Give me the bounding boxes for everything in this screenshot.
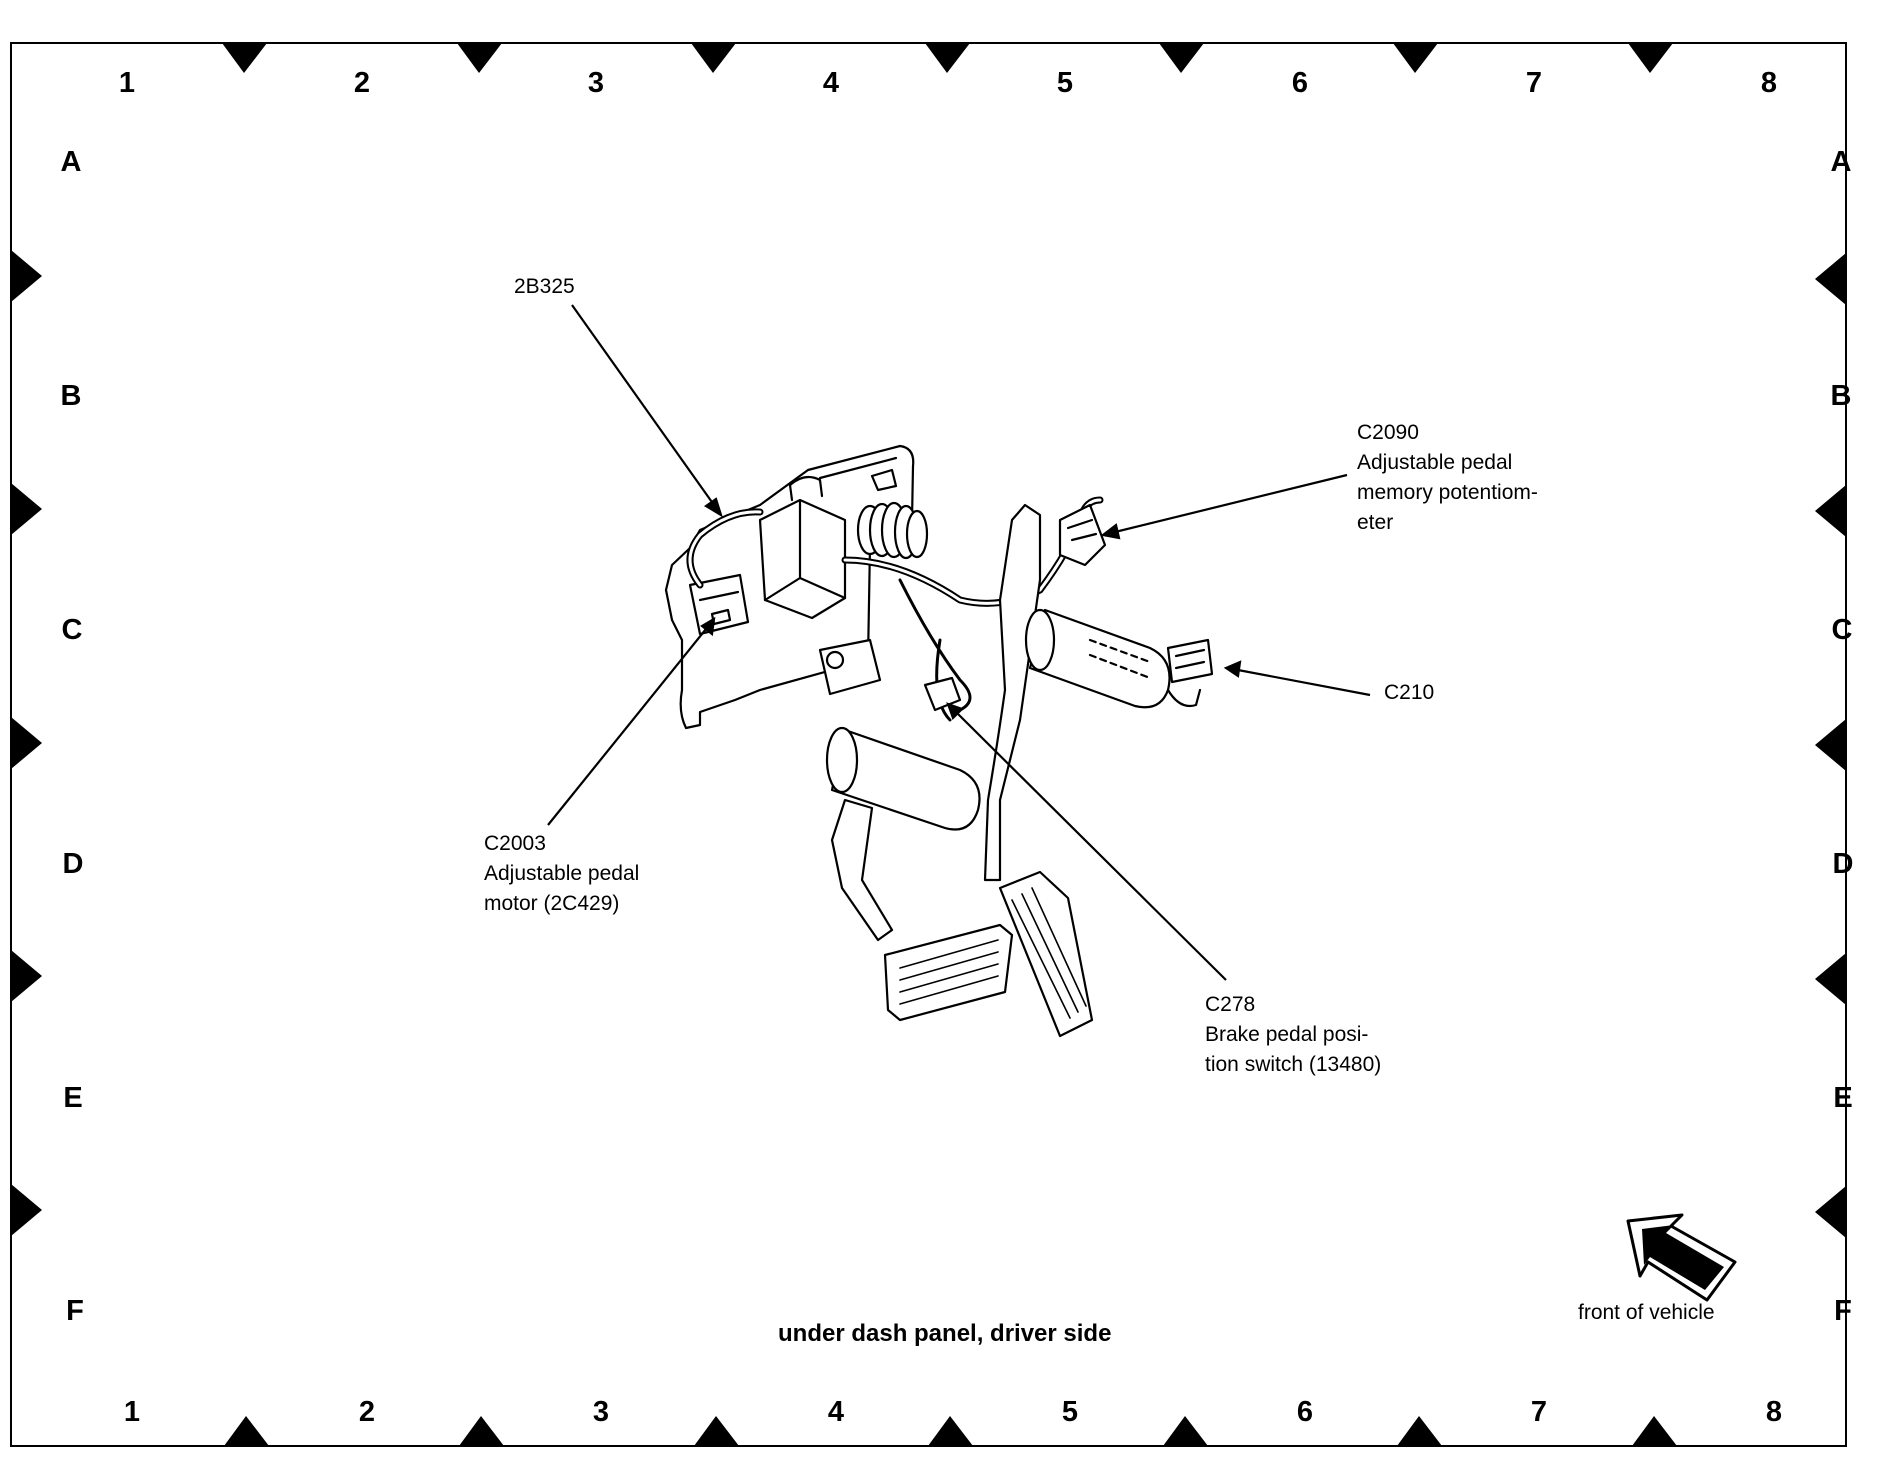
column-label-bottom: 1 bbox=[123, 1396, 141, 1428]
row-label-left: F bbox=[66, 1295, 84, 1327]
column-label-top: 1 bbox=[118, 67, 136, 99]
column-label-bottom: 3 bbox=[592, 1396, 610, 1428]
callout-c2090: C2090 Adjustable pedal memory potentiom-… bbox=[1357, 418, 1538, 538]
right-border-markers bbox=[1815, 253, 1846, 1238]
return-spring bbox=[856, 501, 929, 560]
diagram-caption: under dash panel, driver side bbox=[778, 1320, 1112, 1347]
column-label-top: 2 bbox=[353, 67, 371, 99]
row-label-right: B bbox=[1830, 380, 1852, 412]
row-label-left: B bbox=[60, 380, 82, 412]
diagram-frame bbox=[10, 42, 1847, 1447]
left-border-markers bbox=[11, 250, 42, 1236]
column-label-top: 6 bbox=[1291, 67, 1309, 99]
c210-connector bbox=[1166, 638, 1214, 684]
brake-tube bbox=[830, 728, 981, 831]
callout-c278: C278 Brake pedal posi- tion switch (1348… bbox=[1205, 990, 1381, 1080]
column-label-top: 5 bbox=[1056, 67, 1074, 99]
row-label-right: E bbox=[1833, 1082, 1853, 1114]
column-label-bottom: 7 bbox=[1530, 1396, 1548, 1428]
column-label-top: 7 bbox=[1525, 67, 1543, 99]
pedal-motor-housing bbox=[758, 498, 847, 620]
pedal-assembly-illustration bbox=[664, 444, 1214, 1038]
leader-lines bbox=[547, 304, 1371, 981]
row-label-left: E bbox=[63, 1082, 83, 1114]
row-label-right: D bbox=[1832, 848, 1854, 880]
brake-pedal-arm bbox=[830, 798, 894, 942]
callout-2b325: 2B325 bbox=[514, 275, 575, 298]
callout-c2003-line: Adjustable pedal bbox=[484, 862, 640, 885]
accelerator-arm bbox=[983, 503, 1042, 882]
bottom-border-markers bbox=[224, 1416, 1677, 1446]
column-label-bottom: 5 bbox=[1061, 1396, 1079, 1428]
row-label-right: A bbox=[1830, 146, 1852, 178]
accelerator-pedal-pad bbox=[998, 870, 1094, 1038]
brake-pedal-pad bbox=[883, 923, 1014, 1022]
callout-c278-id: C278 bbox=[1205, 993, 1256, 1016]
column-label-bottom: 4 bbox=[827, 1396, 845, 1428]
row-label-right: F bbox=[1834, 1295, 1852, 1327]
column-label-top: 4 bbox=[822, 67, 840, 99]
row-label-left: A bbox=[60, 146, 82, 178]
row-label-left: C bbox=[61, 614, 83, 646]
column-label-top: 3 bbox=[587, 67, 605, 99]
callout-c2090-line: memory potentiom- bbox=[1357, 481, 1538, 504]
callout-c2090-line: eter bbox=[1357, 511, 1394, 534]
column-label-top: 8 bbox=[1760, 67, 1778, 99]
callout-c2090-line: Adjustable pedal bbox=[1357, 451, 1513, 474]
callout-c2090-id: C2090 bbox=[1357, 421, 1419, 444]
brake-switch bbox=[923, 676, 962, 712]
callout-c278-line: tion switch (13480) bbox=[1205, 1053, 1382, 1076]
top-border-markers bbox=[222, 43, 1673, 73]
column-label-bottom: 8 bbox=[1765, 1396, 1783, 1428]
callout-c2003: C2003 Adjustable pedal motor (2C429) bbox=[484, 829, 639, 919]
callout-c210: C210 bbox=[1384, 681, 1435, 704]
row-label-right: C bbox=[1831, 614, 1853, 646]
column-label-bottom: 2 bbox=[358, 1396, 376, 1428]
front-of-vehicle-label: front of vehicle bbox=[1578, 1301, 1715, 1324]
motor-connector bbox=[688, 573, 750, 636]
callout-c2003-line: motor (2C429) bbox=[484, 892, 620, 915]
row-label-left: D bbox=[62, 848, 84, 880]
callout-c2003-id: C2003 bbox=[484, 832, 546, 855]
column-label-bottom: 6 bbox=[1296, 1396, 1314, 1428]
potentiometer-connector bbox=[1058, 503, 1107, 567]
arrow-up-left-icon bbox=[1626, 1213, 1737, 1302]
callout-c278-line: Brake pedal posi- bbox=[1205, 1023, 1369, 1046]
